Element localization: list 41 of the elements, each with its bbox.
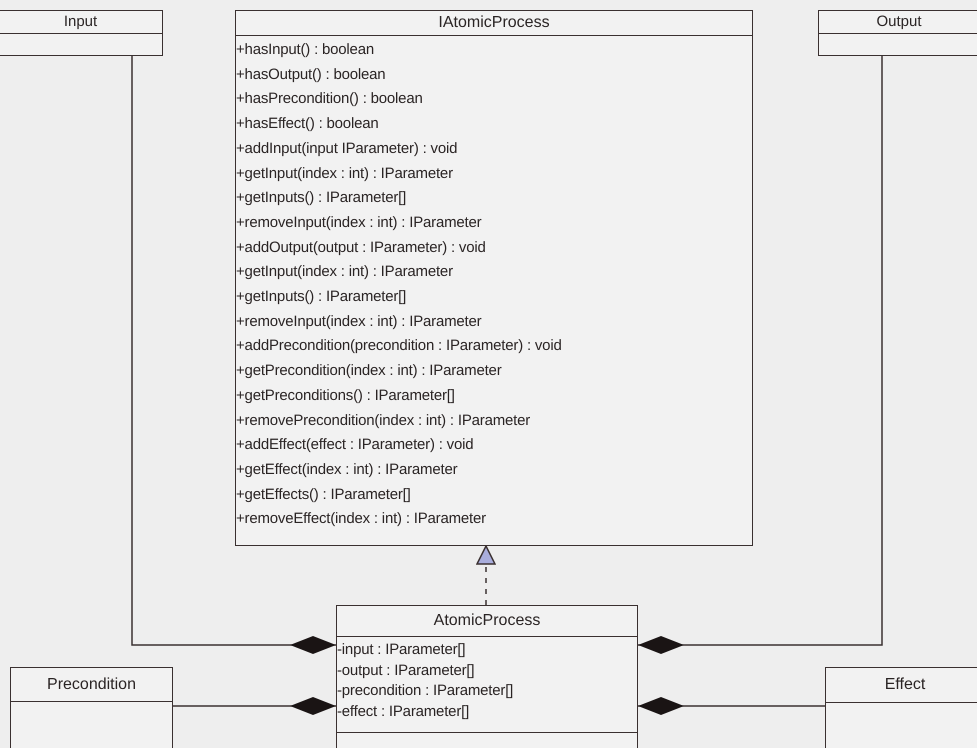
method-text: +getPrecondition(index : int) : IParameter: [236, 361, 502, 382]
class-name: Precondition: [47, 676, 136, 693]
class-name: Output: [876, 13, 922, 30]
method-text: +hasOutput() : boolean: [236, 64, 386, 85]
method-text: +removeInput(index : int) : IParameter: [236, 212, 482, 233]
composition-line: [131, 56, 336, 654]
attribute-text: -input : IParameter[]: [337, 640, 466, 660]
attribute-text: -output : IParameter[]: [337, 660, 476, 680]
method-text: +getPreconditions() : IParameter[]: [236, 386, 456, 406]
attribute-text: -effect : IParameter[]: [337, 702, 470, 722]
class-box: [825, 667, 977, 748]
method-text: +removePrecondition(index : int) : IParameter: [236, 410, 532, 431]
method-text: +addEffect(effect : IParameter) : void: [236, 435, 474, 456]
class-name: IAtomicProcess: [438, 14, 550, 31]
method-text: +removeInput(index : int) : IParameter: [236, 312, 482, 332]
method-text: +addPrecondition(precondition : IParameter) : void: [236, 336, 563, 356]
attribute-text: -precondition : IParameter[]: [337, 681, 514, 701]
method-text: +getEffects() : IParameter[]: [236, 484, 412, 505]
composition-line: [638, 56, 883, 654]
method-text: +hasEffect() : boolean: [236, 114, 380, 134]
method-text: +getInput(index : int) : IParameter: [236, 164, 454, 184]
method-text: +hasPrecondition() : boolean: [236, 89, 424, 110]
class-name: Input: [64, 13, 98, 30]
method-text: +addOutput(output : IParameter) : void: [236, 238, 487, 258]
method-text: +getInputs() : IParameter[]: [236, 188, 408, 208]
method-text: +removeEffect(index : int) : IParameter: [236, 509, 487, 530]
method-text: +hasInput() : boolean: [236, 40, 375, 60]
composition-line: [638, 697, 825, 715]
realization-arrow: [476, 545, 496, 605]
class-box: [0, 10, 163, 56]
method-text: +getInput(index : int) : IParameter: [236, 262, 454, 282]
method-text: +addInput(input IParameter) : void: [236, 138, 458, 159]
class-name: Effect: [884, 676, 926, 693]
class-box: [10, 667, 173, 748]
class-name: AtomicProcess: [434, 612, 540, 629]
method-text: +getInputs() : IParameter[]: [236, 287, 408, 308]
method-text: +getEffect(index : int) : IParameter: [236, 460, 458, 480]
class-box: [235, 10, 753, 546]
composition-line: [173, 697, 336, 715]
class-box: [818, 10, 977, 56]
class-box: [336, 605, 638, 748]
